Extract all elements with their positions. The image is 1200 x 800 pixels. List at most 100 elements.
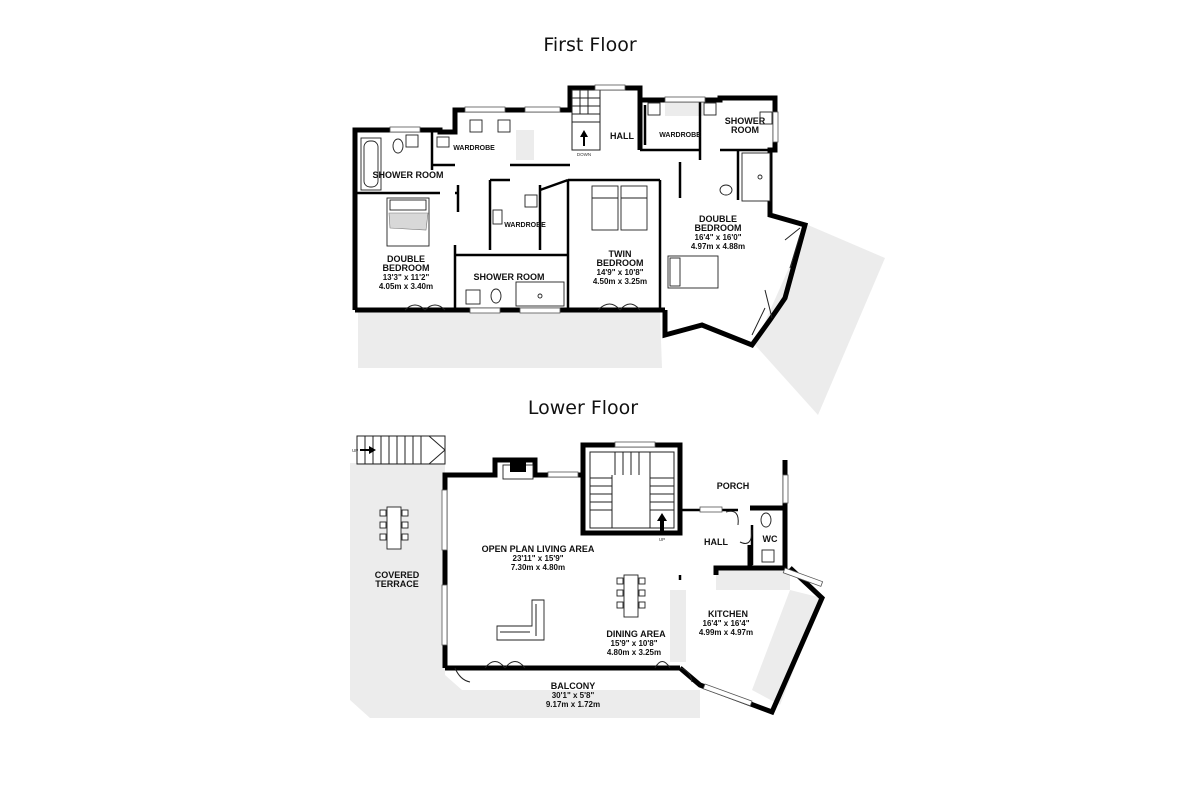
room-label: DOUBLE: [387, 254, 425, 264]
room-label: BEDROOM: [597, 258, 644, 268]
sink-icon: [759, 111, 773, 125]
dining-table-icon: [616, 574, 646, 618]
window: [441, 584, 448, 646]
sofa-icon: [496, 599, 545, 641]
outer-wall: [442, 457, 583, 668]
door-swing: [454, 661, 526, 683]
outside-stairs: [356, 435, 446, 465]
room-label: OPEN PLAN LIVING AREA: [482, 544, 595, 554]
door-swing: [784, 227, 801, 269]
window: [469, 307, 501, 314]
stairs-label: UP: [659, 537, 665, 542]
toilet-icon: [392, 138, 404, 154]
covered-terrace-area: [350, 463, 700, 718]
stairs-label: DOWN: [577, 152, 591, 157]
window: [389, 126, 421, 133]
lower-floor: Lower Floor UP: [350, 397, 825, 718]
sink-icon: [469, 119, 483, 133]
kitchen-counter: [752, 590, 822, 705]
window: [524, 106, 561, 113]
room-label: KITCHEN: [708, 609, 748, 619]
window: [547, 471, 579, 478]
door-swing: [404, 304, 446, 311]
window: [699, 506, 723, 513]
stairs-arrow-icon: [360, 446, 376, 454]
room-dimensions: 16'4" x 16'4": [703, 619, 750, 628]
room-dimensions: 4.99m x 4.97m: [699, 628, 753, 637]
window: [664, 96, 706, 103]
first-floor-stairs: [571, 89, 601, 151]
room-label: COVERED: [375, 570, 420, 580]
room-dimensions: 9.17m x 1.72m: [546, 700, 600, 709]
first-floor-terrace: [358, 312, 662, 368]
pillow-icon: [669, 257, 681, 287]
toilet-icon: [490, 288, 502, 304]
door-swing: [739, 529, 753, 544]
room-dimensions: 4.50m x 3.25m: [593, 277, 647, 286]
first-floor-deck: [755, 225, 885, 415]
shower-tray-icon: [741, 152, 771, 202]
outer-wall: [750, 505, 788, 571]
outer-wall: [352, 85, 809, 349]
stairs-arrow-icon: [657, 513, 667, 532]
sink-icon: [465, 289, 481, 305]
room-dimensions: 4.97m x 4.88m: [691, 242, 745, 251]
room-label: BEDROOM: [695, 223, 742, 233]
kitchen-counter: [716, 568, 790, 590]
window: [441, 489, 448, 551]
room-dimensions: 13'3" x 11'2": [383, 273, 430, 282]
room-label: SHOWER ROOM: [474, 272, 545, 282]
window: [782, 567, 824, 587]
drain-icon: [537, 293, 543, 299]
internal-walls: [355, 100, 775, 310]
stairs-arrow-icon: [580, 130, 588, 146]
window: [772, 111, 779, 143]
room-dimensions: 4.80m x 3.25m: [607, 648, 661, 657]
window: [519, 307, 561, 314]
door-swing: [751, 289, 773, 336]
outer-wall: [713, 545, 753, 575]
sink-icon: [405, 134, 419, 148]
room-label: WARDROBE: [504, 222, 546, 229]
inner-stairs: [589, 451, 675, 532]
room-label: SHOWER ROOM: [373, 170, 444, 180]
door-swing: [725, 510, 739, 526]
room-dimensions: 14'9" x 10'8": [597, 268, 644, 277]
sink-icon: [761, 549, 775, 563]
drain-icon: [757, 174, 763, 180]
door-swing: [597, 303, 641, 311]
room-label: HALL: [704, 537, 728, 547]
room-label: BALCONY: [551, 681, 596, 691]
first-floor-title: First Floor: [543, 34, 636, 56]
single-bed-icon: [620, 185, 648, 231]
room-dimensions: 23'11" x 15'9": [513, 554, 564, 563]
door-swing: [654, 661, 693, 683]
window: [614, 441, 656, 448]
sink-icon: [436, 136, 450, 148]
room-label: DOUBLE: [699, 214, 737, 224]
room-label: DINING AREA: [606, 629, 666, 639]
wardrobe-block: [665, 102, 703, 116]
room-label: TWIN: [609, 249, 632, 259]
room-label: ROOM: [731, 125, 759, 135]
room-dimensions: 7.30m x 4.80m: [511, 563, 565, 572]
single-bed-icon: [591, 185, 619, 231]
room-dimensions: 16'4" x 16'0": [695, 233, 742, 242]
sink-icon: [647, 102, 661, 116]
wardrobe-block: [516, 130, 534, 160]
window: [594, 84, 626, 91]
room-label: BEDROOM: [383, 263, 430, 273]
toilet-icon: [719, 184, 733, 196]
bathtub-inner-icon: [363, 140, 379, 188]
window: [464, 106, 506, 113]
room-dimensions: 4.05m x 3.40m: [379, 282, 433, 291]
terrace-dining-table-icon: [379, 506, 409, 550]
toilet-icon: [760, 512, 772, 528]
window: [782, 474, 789, 504]
outer-wall: [678, 566, 825, 716]
sink-icon: [703, 102, 717, 116]
room-dimensions: 30'1" x 5'8": [552, 691, 595, 700]
room-label: SHOWER: [725, 116, 766, 126]
outer-wall: [580, 442, 683, 536]
